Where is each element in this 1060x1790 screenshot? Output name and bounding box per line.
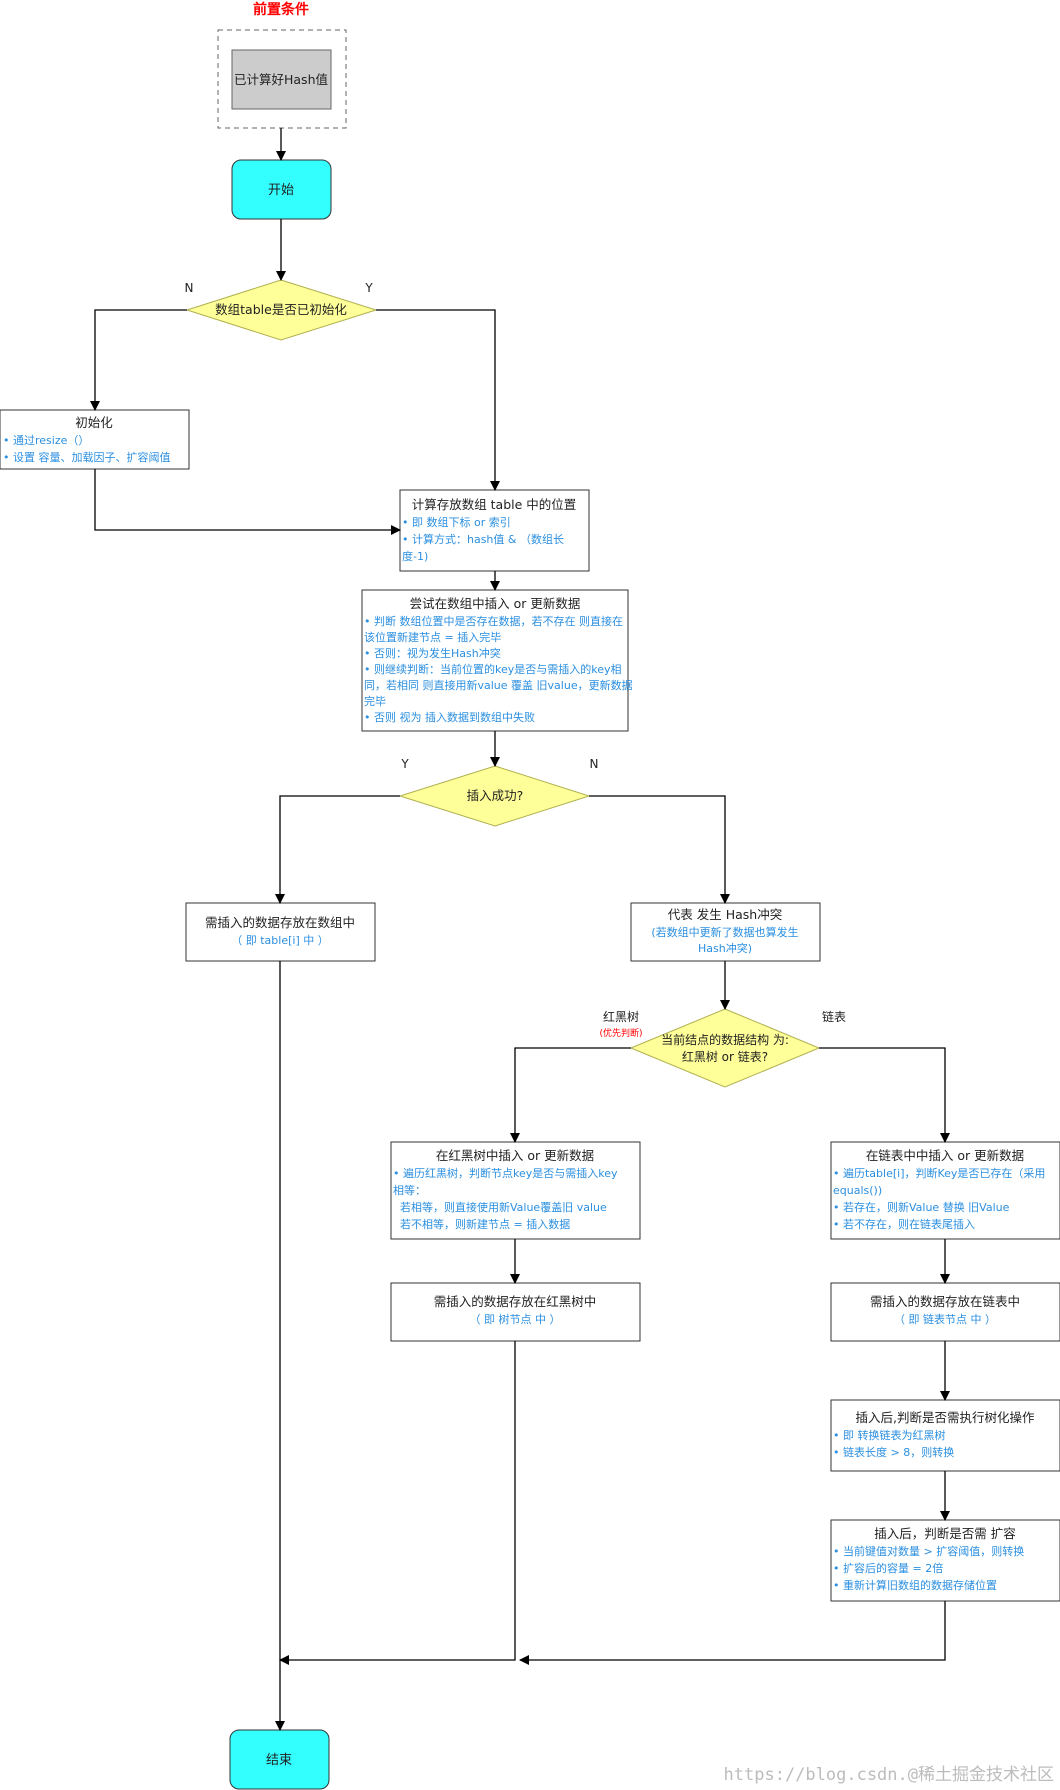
precondition-frame [217, 29, 347, 129]
decision-structure [629, 1008, 821, 1088]
edge-success-no [589, 795, 730, 904]
insert-box-bullet: • 否则 视为 插入数据到数组中失败 [364, 710, 535, 724]
rbtree-insert-bullet: 若相等，则直接使用新Value覆盖旧 value [393, 1200, 607, 1214]
stored-tree-title: 需插入的数据存放在红黑树中 [434, 1294, 597, 1309]
end-label: 结束 [266, 1753, 292, 1768]
calc-box-bullet: 度-1) [402, 549, 428, 563]
decision-initialized-label: 数组table是否已初始化 [215, 302, 347, 317]
treeify-title: 插入后,判断是否需执行树化操作 [856, 1410, 1035, 1425]
resize-bullet: • 扩容后的容量 = 2倍 [833, 1561, 943, 1575]
list-insert-title: 在链表中中插入 or 更新数据 [866, 1148, 1024, 1163]
init-box-bullet: • 通过resize（） [3, 434, 89, 447]
label-rbtree: 红黑树 [603, 1009, 639, 1024]
label-yes-init: Y [364, 281, 373, 295]
decision-success-label: 插入成功? [467, 788, 524, 803]
label-priority-note: (优先判断) [599, 1027, 642, 1039]
edge-decision-init-yes [376, 309, 500, 491]
treeify-bullet: • 链表长度 > 8，则转换 [833, 1445, 954, 1459]
stored-list-title: 需插入的数据存放在链表中 [870, 1294, 1020, 1309]
list-insert-bullet: • 若存在，则新Value 替换 旧Value [833, 1200, 1010, 1214]
edge-decision-init-no [90, 309, 187, 411]
stored-list-bullet: （ 即 链表节点 中 ） [894, 1312, 996, 1326]
list-insert-box [830, 1141, 1060, 1240]
list-insert-bullet: • 遍历table[i]，判断Key是否已存在（采用 [833, 1166, 1045, 1180]
stored-array-title: 需插入的数据存放在数组中 [205, 915, 355, 930]
list-insert-bullet: equals()) [833, 1184, 882, 1197]
rbtree-insert-bullet: • 遍历红黑树，判断节点key是否与需插入key [393, 1166, 618, 1180]
rbtree-insert-title: 在红黑树中插入 or 更新数据 [436, 1148, 594, 1163]
calc-box [399, 489, 590, 572]
collision-bullet: (若数组中更新了数据也算发生 [651, 925, 798, 939]
insert-box [361, 589, 629, 732]
stored-tree-bullet: （ 即 树节点 中 ） [470, 1312, 561, 1326]
calc-box-title: 计算存放数组 table 中的位置 [412, 497, 577, 512]
insert-box-title: 尝试在数组中插入 or 更新数据 [410, 596, 581, 611]
stored-list-box [830, 1282, 1060, 1342]
edge-struct-list [819, 1047, 950, 1143]
stored-array-box [185, 902, 376, 962]
edge-stored-tree-to-merge [279, 1341, 516, 1665]
precondition-box [231, 49, 332, 110]
collision-title: 代表 发生 Hash冲突 [668, 907, 782, 922]
insert-box-bullet: 完毕 [364, 694, 386, 708]
treeify-bullet: • 即 转换链表为红黑树 [833, 1428, 945, 1442]
decision-structure-line2: 红黑树 or 链表? [682, 1049, 768, 1064]
edge-success-yes [275, 795, 400, 904]
label-yes-success: Y [400, 757, 409, 771]
decision-structure-line1: 当前结点的数据结构 为: [661, 1032, 789, 1047]
list-insert-bullet: • 若不存在，则在链表尾插入 [833, 1217, 975, 1231]
resize-title: 插入后，判断是否需 扩容 [874, 1526, 1015, 1541]
init-box-bullet: • 设置 容量、加载因子、扩容阈值 [3, 450, 170, 464]
collision-bullet: Hash冲突) [698, 941, 752, 955]
decision-initialized [185, 279, 378, 341]
label-no-init: N [185, 281, 194, 295]
precondition-header: 前置条件 [253, 1, 309, 18]
insert-box-bullet: • 否则：视为发生Hash冲突 [364, 646, 501, 660]
rbtree-insert-bullet: 若不相等，则新建节点 = 插入数据 [393, 1217, 570, 1231]
edge-init-to-calc [94, 469, 401, 535]
init-box-title: 初始化 [75, 415, 113, 430]
edge-struct-rbtree [510, 1047, 631, 1143]
decision-success [398, 765, 591, 827]
start-label: 开始 [268, 183, 294, 198]
edge-resize-to-merge [519, 1601, 946, 1665]
edges [90, 128, 950, 1731]
calc-box-bullet: • 即 数组下标 or 索引 [402, 515, 511, 529]
label-linked-list: 链表 [822, 1009, 846, 1024]
stored-array-bullet: （ 即 table[i] 中 ） [231, 934, 329, 947]
resize-bullet: • 当前键值对数量 > 扩容阈值，则转换 [833, 1544, 1024, 1558]
watermark: https://blog.csdn.@稀土掘金技术社区 [724, 1765, 1054, 1785]
precondition-box-label: 已计算好Hash值 [234, 72, 328, 87]
stored-tree-box [390, 1282, 641, 1342]
calc-box-bullet: • 计算方式：hash值 & （数组长 [402, 532, 564, 546]
rbtree-insert-bullet: 相等： [393, 1183, 426, 1197]
insert-box-bullet: 该位置新建节点 = 插入完毕 [364, 630, 501, 644]
insert-box-bullet: • 判断 数组位置中是否存在数据，若不存在 则直接在 [364, 614, 623, 628]
resize-bullet: • 重新计算旧数组的数据存储位置 [833, 1578, 997, 1592]
insert-box-bullet: 同，若相同 则直接用新value 覆盖 旧value，更新数据 [364, 678, 633, 692]
insert-box-bullet: • 则继续判断：当前位置的key是否与需插入的key相 [364, 662, 622, 676]
label-no-success: N [590, 757, 599, 771]
resize-box [830, 1519, 1060, 1602]
